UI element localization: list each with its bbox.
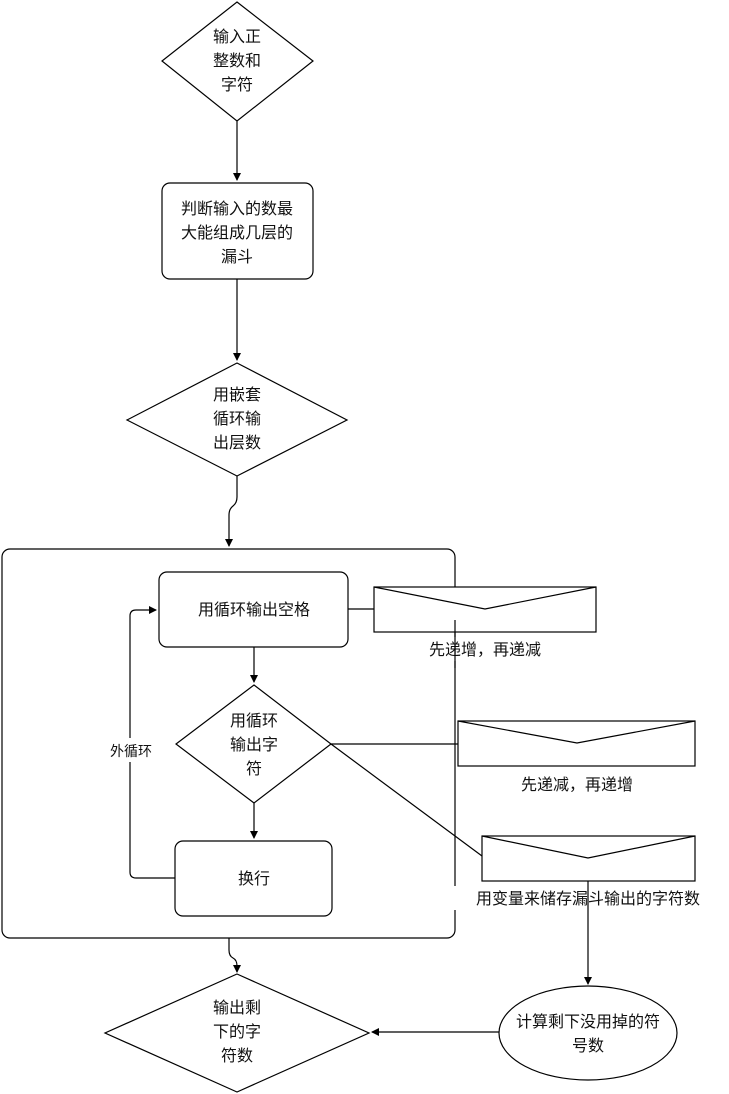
node-input-line3: 字符	[221, 75, 253, 94]
node-calc-remaining-line2: 号数	[572, 1036, 604, 1055]
node-calc-remaining	[498, 985, 678, 1081]
node-judge-line2: 大能组成几层的	[181, 223, 293, 242]
node-nested-loop-line2: 循环输	[213, 409, 261, 428]
node-judge-line1: 判断输入的数最	[181, 199, 293, 218]
note-spaces-text: 先递增，再递减	[429, 640, 541, 659]
outer-loop-label: 外循环	[110, 744, 152, 760]
node-input	[161, 1, 314, 122]
edge-container-to-output	[228, 938, 241, 973]
connector-counter-note	[330, 743, 483, 857]
node-output-remaining-line3: 符数	[221, 1046, 253, 1065]
node-print-chars-line3: 符	[246, 759, 262, 778]
node-print-spaces-label: 用循环输出空格	[198, 600, 310, 619]
node-newline	[174, 840, 333, 917]
edge-nested-loop-to-container	[225, 476, 238, 547]
node-output-remaining	[103, 973, 371, 1093]
node-input-line2: 整数和	[213, 51, 261, 70]
note-spaces	[373, 586, 597, 633]
node-calc-remaining-line1: 计算剩下没用掉的符	[516, 1012, 660, 1031]
node-input-line1: 输入正	[213, 27, 261, 46]
node-nested-loop-line1: 用嵌套	[213, 385, 261, 404]
node-judge-line3: 漏斗	[221, 247, 253, 266]
node-nested-loop	[125, 362, 349, 477]
node-output-remaining-line1: 输出剩	[213, 998, 261, 1017]
node-print-chars-line1: 用循环	[230, 711, 278, 730]
node-print-spaces	[158, 571, 349, 648]
node-print-chars-line2: 输出字	[230, 735, 278, 754]
note-counter	[481, 835, 696, 882]
note-chars	[457, 720, 696, 767]
node-output-remaining-line2: 下的字	[213, 1022, 261, 1041]
node-newline-label: 换行	[238, 869, 270, 888]
node-judge	[161, 182, 314, 280]
note-chars-text: 先递减，再递增	[521, 775, 633, 794]
node-print-chars	[175, 684, 332, 804]
node-nested-loop-line3: 出层数	[213, 433, 261, 452]
